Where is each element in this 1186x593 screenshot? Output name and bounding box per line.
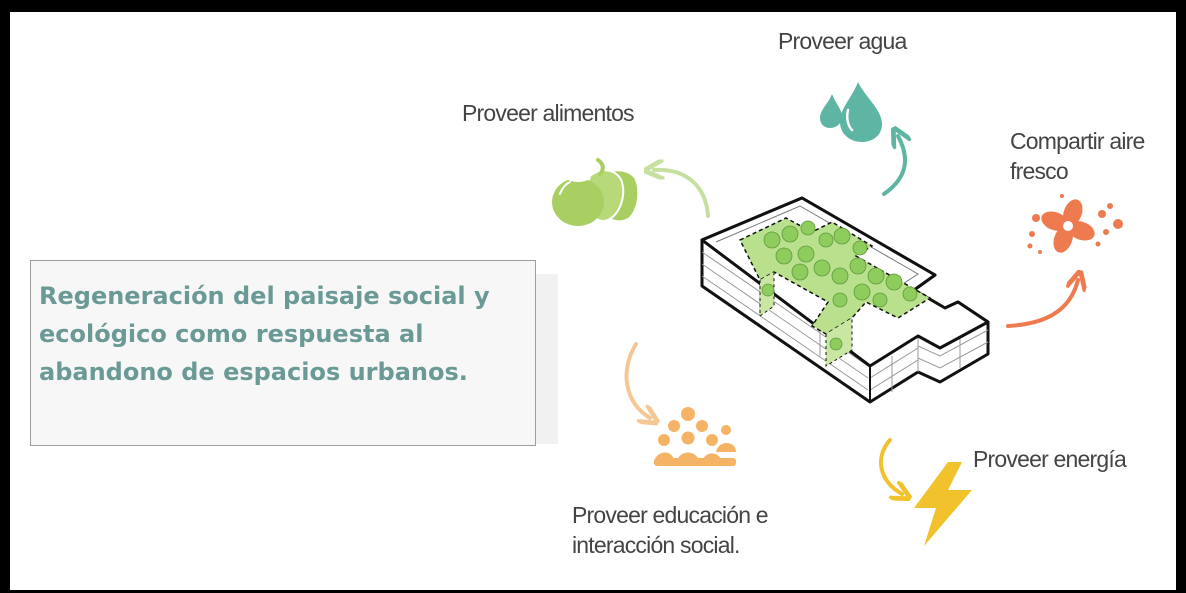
vegetables-icon [552, 158, 638, 226]
building-isometric [700, 196, 990, 404]
water-drops-icon [820, 82, 882, 142]
fan-icon [1027, 194, 1123, 254]
label-energy: Proveer energía [973, 446, 1127, 472]
water-arrow [882, 136, 905, 196]
lightning-icon [914, 462, 972, 546]
diagram-art [552, 82, 1123, 546]
diagram-canvas: Regeneración del paisaje social y ecológ… [10, 12, 1176, 590]
people-group-icon [654, 407, 736, 466]
title-text: Regeneración del paisaje social y ecológ… [39, 282, 490, 386]
label-education: Proveer educación e interacción social. [572, 502, 769, 558]
label-food: Proveer alimentos [462, 100, 635, 126]
label-water: Proveer agua [778, 28, 907, 54]
label-air: Compartir aire fresco [1010, 128, 1145, 184]
education-arrow [624, 342, 650, 418]
food-arrow [654, 170, 710, 218]
air-arrow [1006, 280, 1078, 328]
title-box: Regeneración del paisaje social y ecológ… [30, 260, 536, 446]
energy-arrow [879, 438, 902, 494]
